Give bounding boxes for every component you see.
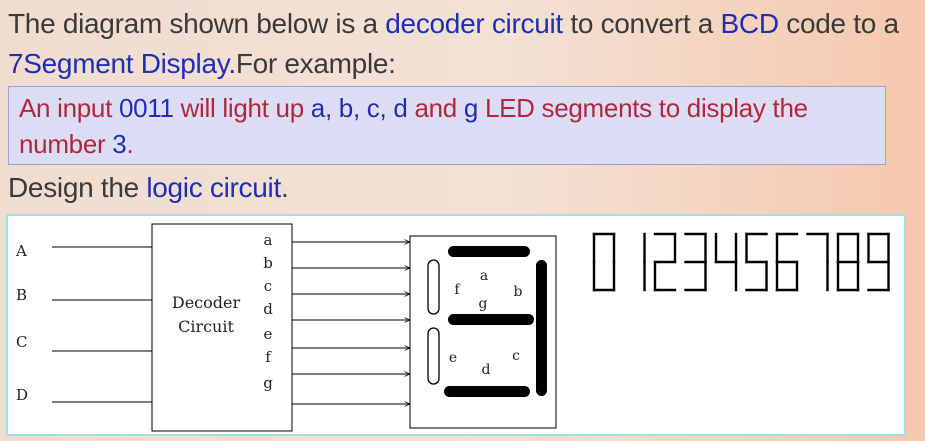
example-seg-g: g (463, 93, 479, 123)
output-label-d: d (263, 300, 273, 318)
intro-highlight-7segment: 7Segment Display. (8, 48, 236, 79)
example-part3: and (407, 93, 464, 123)
design-highlight: logic circuit (146, 172, 281, 203)
display-label-b: b (514, 284, 523, 300)
input-label-d: D (16, 386, 28, 404)
display-label-f: f (454, 282, 461, 298)
sample-digit-8 (836, 232, 860, 292)
segment-d (444, 386, 530, 397)
output-label-f: f (265, 348, 272, 366)
design-part2: . (280, 172, 289, 203)
intro-part1: The diagram shown below is a (8, 8, 386, 39)
output-label-e: e (264, 325, 273, 343)
intro-part3: code to a (778, 8, 899, 39)
sample-digits-row (592, 232, 890, 292)
display-label-g: g (479, 296, 488, 312)
design-part1: Design the (8, 172, 147, 203)
example-part4: LED segments to display the number (19, 93, 808, 159)
example-digit: 3 (112, 129, 127, 159)
sample-digit-6 (775, 232, 799, 292)
intro-highlight-decoder: decoder circuit (385, 8, 563, 39)
segment-b (536, 260, 547, 336)
sample-digit-3 (684, 232, 707, 292)
output-label-a: a (264, 231, 273, 249)
input-label-b: B (16, 286, 27, 304)
sample-digit-4 (714, 232, 738, 292)
example-part5: . (126, 129, 134, 159)
segment-f (427, 259, 440, 315)
example-part1: An input (19, 93, 119, 123)
display-label-e: e (449, 350, 457, 366)
display-label-a: a (480, 268, 488, 284)
example-segments: a, b, c, d (310, 93, 408, 123)
input-label-c: C (16, 333, 27, 351)
output-label-b: b (263, 254, 273, 272)
example-code: 0011 (118, 93, 174, 123)
intro-text: The diagram shown below is a decoder cir… (8, 4, 918, 84)
intro-part4: For example: (235, 48, 396, 79)
sample-digit-2 (653, 232, 677, 292)
decoder-block (151, 223, 293, 432)
sample-digit-5 (745, 232, 768, 292)
intro-highlight-bcd: BCD (720, 8, 780, 39)
segment-e (427, 327, 440, 385)
segment-g (448, 314, 534, 325)
output-label-c: c (264, 277, 272, 295)
sample-digit-0 (592, 232, 616, 292)
example-callout: An input 0011 will light up a, b, c, d a… (8, 86, 886, 165)
sample-digit-7 (806, 232, 829, 292)
display-label-c: c (512, 348, 520, 364)
decoder-label-line2: Circuit (178, 317, 234, 336)
decoder-diagram: A B C D Decoder Circuit a b c d e f g (6, 214, 906, 436)
segment-a (448, 246, 530, 257)
diagram-svg: A B C D Decoder Circuit a b c d e f g (8, 216, 890, 432)
design-prompt: Design the logic circuit. (8, 168, 289, 208)
intro-part2: to convert a (562, 8, 721, 39)
sample-digit-9 (867, 232, 890, 292)
input-label-a: A (15, 242, 27, 260)
example-part2: will light up (173, 93, 311, 123)
decoder-label-line1: Decoder (172, 293, 241, 312)
sample-digits-text: 0123456789 (8, 216, 14, 217)
segment-c (536, 326, 547, 396)
output-label-g: g (263, 374, 273, 392)
display-label-d: d (482, 362, 491, 378)
